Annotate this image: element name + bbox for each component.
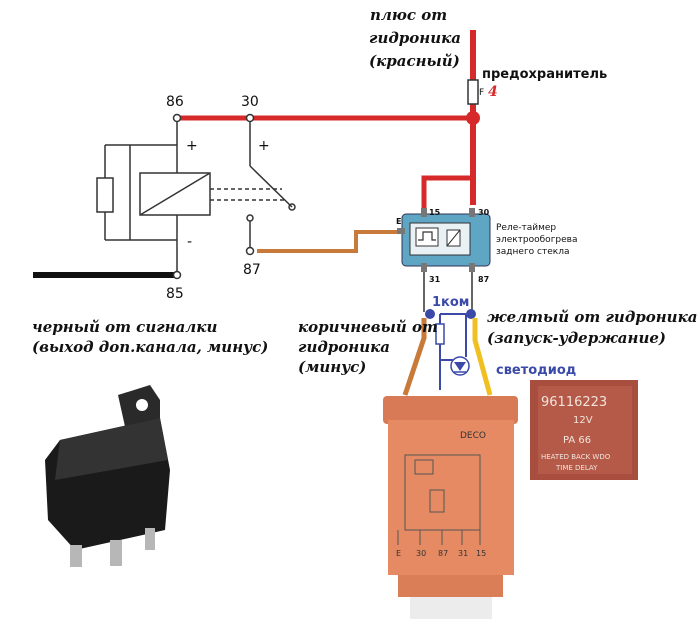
deco-pin-4: 15 xyxy=(476,549,486,558)
brown-wire-label-1: коричневый от xyxy=(298,318,438,336)
red-wire-to-15 xyxy=(421,175,473,210)
yellow-connector xyxy=(466,309,476,319)
deco-brand-label: DECO xyxy=(460,431,486,441)
terminal-contact xyxy=(246,214,254,222)
terminal-30 xyxy=(245,113,255,123)
brown-wire-label-3: (минус) xyxy=(298,358,366,376)
timer-pin-30: 30 xyxy=(478,208,490,217)
plus-label-line1: плюс от xyxy=(370,6,447,24)
black-wire-label-1: черный от сигналки xyxy=(32,318,217,336)
automotive-relay-image xyxy=(45,385,170,567)
terminal-85 xyxy=(172,270,182,280)
part-code: PA 66 xyxy=(563,435,591,446)
timer-pin-E: E xyxy=(396,217,401,226)
pin-85-label: 85 xyxy=(166,286,184,302)
timer-desc-2: электрообогрева xyxy=(496,235,578,245)
plus-label-line3: (красный) xyxy=(369,52,460,70)
terminal-87 xyxy=(245,246,255,256)
coil-plus-sign: + xyxy=(186,138,198,154)
brown-wire-87-to-E xyxy=(257,230,400,253)
led-label: светодиод xyxy=(496,363,576,378)
resistor-label: 1ком xyxy=(432,295,469,310)
coil-minus-sign: - xyxy=(187,234,192,250)
yellow-wire-down xyxy=(472,318,493,396)
plus-label-line2: гидроника xyxy=(369,29,461,47)
timer-pin-31: 31 xyxy=(429,275,441,284)
brown-connector xyxy=(425,309,435,319)
red-junction xyxy=(466,111,480,125)
timer-desc-3: заднего стекла xyxy=(496,247,569,257)
terminal-86 xyxy=(172,113,182,123)
part-desc-1: HEATED BACK WDO xyxy=(541,453,611,461)
fuse-symbol xyxy=(467,79,479,105)
pin-87-label: 87 xyxy=(243,262,261,278)
pin-30-label: 30 xyxy=(241,94,259,110)
fuse-mark: F xyxy=(479,88,484,98)
deco-pin-labels: E 30 87 31 15 xyxy=(396,549,486,558)
brown-wire-down xyxy=(402,318,427,396)
brown-wire-label-2: гидроника xyxy=(298,338,390,356)
deco-pin-0: E xyxy=(396,549,401,558)
part-desc-2: TIME DELAY xyxy=(555,464,598,472)
contact-plus-sign: + xyxy=(258,138,270,154)
deco-pin-2: 87 xyxy=(438,549,448,558)
deco-relay-image xyxy=(383,396,518,619)
part-voltage: 12V xyxy=(573,415,593,426)
yellow-wire-label-2: (запуск-удержание) xyxy=(487,329,666,347)
timer-pin-87: 87 xyxy=(478,275,489,284)
black-wire-label-2: (выход доп.канала, минус) xyxy=(32,338,268,356)
deco-pin-3: 31 xyxy=(458,549,468,558)
fuse-label: предохранитель xyxy=(482,67,607,82)
timer-desc-1: Реле-таймер xyxy=(496,223,556,233)
part-number: 96116223 xyxy=(541,395,607,410)
fuse-number: 4 xyxy=(488,84,498,100)
yellow-wire-label-1: желтый от гидроника xyxy=(487,308,697,326)
relay-schematic xyxy=(96,118,296,275)
pin-86-label: 86 xyxy=(166,94,184,110)
deco-pin-1: 30 xyxy=(416,549,426,558)
timer-pin-15: 15 xyxy=(429,208,441,217)
